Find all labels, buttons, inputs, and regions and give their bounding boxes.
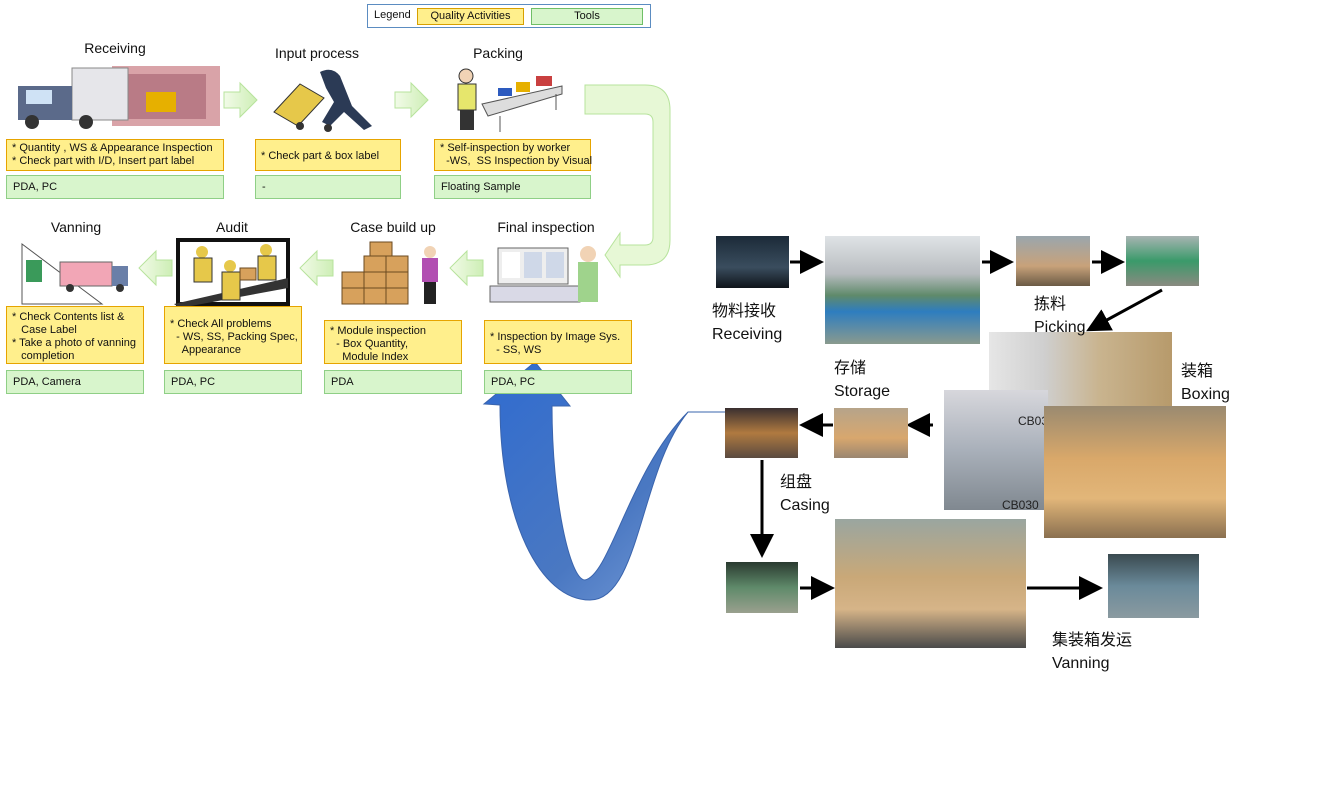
computer-inspection-icon xyxy=(489,246,598,303)
step-vanning-title: Vanning xyxy=(50,219,102,235)
step-vanning-tools: PDA, Camera xyxy=(6,370,144,394)
step-input-tools: - xyxy=(255,175,401,199)
step-final-quality: * Inspection by Image Sys. - SS, WS xyxy=(484,320,632,364)
step-audit-tools: PDA, PC xyxy=(164,370,302,394)
step-final-tools: PDA, PC xyxy=(484,370,632,394)
step-packing-title: Packing xyxy=(473,45,523,61)
flow-arrow-2 xyxy=(394,81,429,119)
photo-picking-1 xyxy=(1016,236,1090,286)
box-code-1: CB030 xyxy=(1018,414,1048,428)
flow-arrow-3 xyxy=(449,249,484,287)
step-casebuild-tools: PDA xyxy=(324,370,462,394)
flow-arrow-5 xyxy=(138,249,173,287)
photo-storage-small xyxy=(834,408,908,458)
photo-boxing-worker xyxy=(1044,406,1226,538)
photo-vanning-container xyxy=(1108,554,1199,618)
photo-receiving xyxy=(716,236,789,288)
photo-picking-2 xyxy=(1126,236,1199,286)
photo-storage-aisle xyxy=(825,236,980,344)
worker-cart-icon xyxy=(273,69,372,132)
step-vanning-quality: * Check Contents list & Case Label * Tak… xyxy=(6,306,144,364)
box-code-2: CB030 xyxy=(1002,498,1039,510)
legend: Legend Quality Activities Tools xyxy=(367,4,651,28)
legend-label: Legend xyxy=(374,9,411,21)
flow-arrow-4 xyxy=(299,249,334,287)
boxes-stack-icon xyxy=(341,241,438,305)
photo-casing xyxy=(725,408,798,458)
step-receiving-quality: * Quantity , WS & Appearance Inspection … xyxy=(6,139,224,171)
photo-casing-2 xyxy=(726,562,798,613)
photo-vanning-boxes xyxy=(835,519,1026,648)
step-receiving-title: Receiving xyxy=(84,40,146,56)
step-audit-quality: * Check All problems - WS, SS, Packing S… xyxy=(164,306,302,364)
step-final-title: Final inspection xyxy=(497,219,595,235)
packing-worker-icon xyxy=(457,68,563,132)
step-audit-title: Audit xyxy=(216,219,248,235)
flow-arrow-return xyxy=(584,84,671,279)
photo-boxing-scanner: CB030 CB030 xyxy=(944,390,1048,510)
step-packing-quality: * Self-inspection by worker -WS, SS Insp… xyxy=(434,139,592,171)
step-casebuild-quality: * Module inspection - Box Quantity, Modu… xyxy=(324,320,462,364)
step-input-quality: * Check part & box label xyxy=(255,139,401,171)
flow-arrow-1 xyxy=(223,81,258,119)
step-packing-tools: Floating Sample xyxy=(434,175,591,199)
legend-quality-activities: Quality Activities xyxy=(417,8,524,25)
legend-tools: Tools xyxy=(531,8,643,25)
step-input-title: Input process xyxy=(274,45,360,61)
truck-icon xyxy=(18,66,220,129)
step-receiving-tools: PDA, PC xyxy=(6,175,224,199)
container-truck-icon xyxy=(21,243,128,305)
step-casebuild-title: Case build up xyxy=(350,219,436,235)
audit-workers-icon xyxy=(174,238,290,308)
big-blue-arrow xyxy=(482,361,725,601)
